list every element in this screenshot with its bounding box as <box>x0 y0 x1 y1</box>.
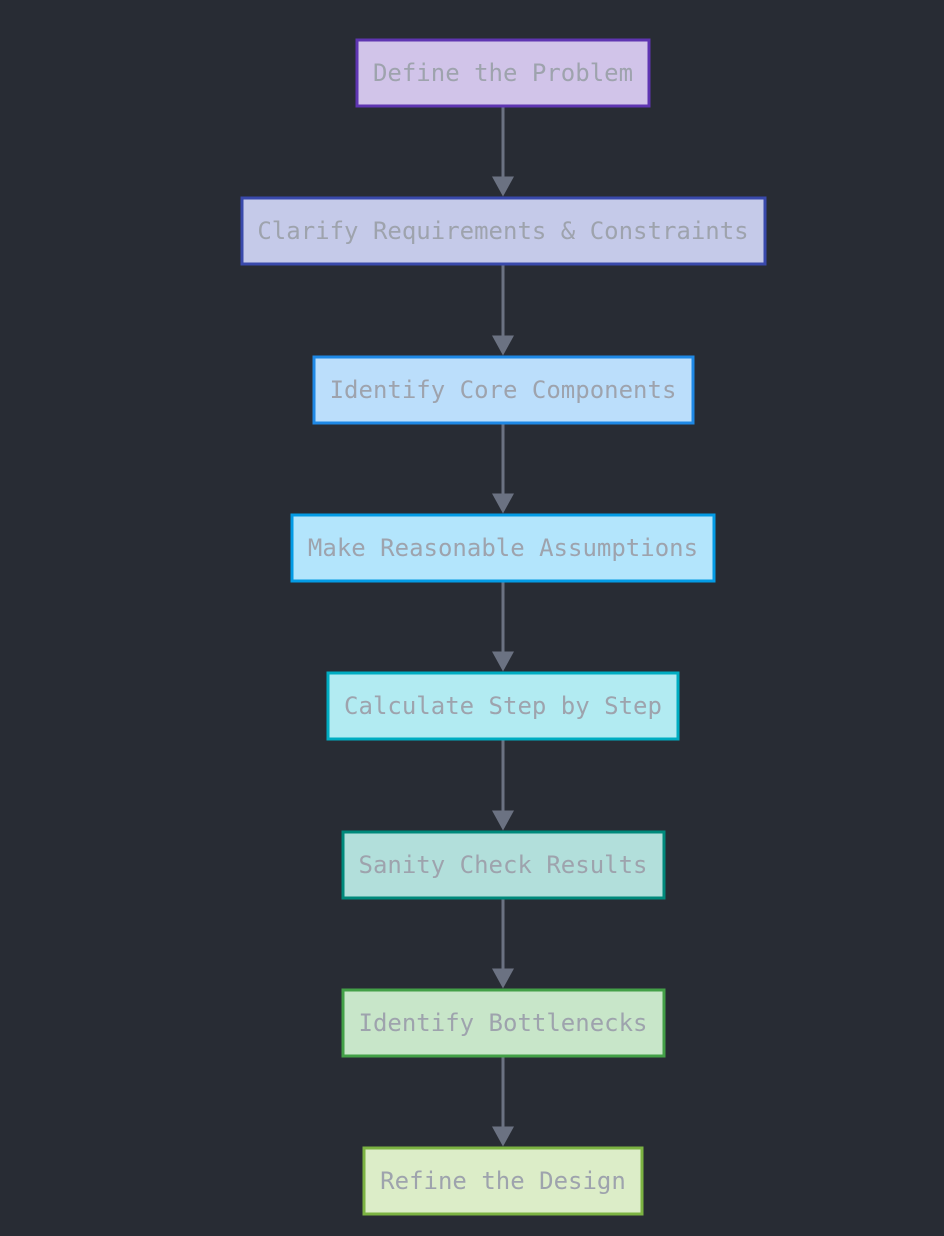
node-box <box>355 38 651 108</box>
node-label: Identify Core Components <box>330 376 677 404</box>
edge-identify-bottlenecks-to-refine-design <box>492 1057 514 1147</box>
node-define-problem: Define the Problem <box>355 38 651 108</box>
node-box <box>341 830 666 900</box>
flowchart-edges <box>492 107 514 1147</box>
arrowhead-icon <box>492 1126 514 1147</box>
node-box <box>326 671 680 741</box>
node-label: Clarify Requirements & Constraints <box>257 217 748 245</box>
edge-define-problem-to-clarify-requirements <box>492 107 514 197</box>
edge-clarify-requirements-to-identify-components <box>492 265 514 356</box>
node-label: Define the Problem <box>373 59 633 87</box>
node-box <box>240 196 767 266</box>
node-calculate-steps: Calculate Step by Step <box>326 671 680 741</box>
node-label: Sanity Check Results <box>359 851 648 879</box>
node-box <box>290 513 716 583</box>
node-box <box>312 355 695 425</box>
node-sanity-check: Sanity Check Results <box>341 830 666 900</box>
node-identify-bottlenecks: Identify Bottlenecks <box>341 988 666 1058</box>
node-label: Identify Bottlenecks <box>359 1009 648 1037</box>
node-label: Make Reasonable Assumptions <box>308 534 698 562</box>
arrowhead-icon <box>492 651 514 672</box>
node-box <box>341 988 666 1058</box>
arrowhead-icon <box>492 335 514 356</box>
node-label: Calculate Step by Step <box>344 692 662 720</box>
edge-identify-components-to-make-assumptions <box>492 424 514 514</box>
node-refine-design: Refine the Design <box>362 1146 644 1216</box>
edge-calculate-steps-to-sanity-check <box>492 740 514 831</box>
edge-make-assumptions-to-calculate-steps <box>492 582 514 672</box>
node-label: Refine the Design <box>380 1167 626 1195</box>
edge-sanity-check-to-identify-bottlenecks <box>492 899 514 989</box>
node-box <box>362 1146 644 1216</box>
node-clarify-requirements: Clarify Requirements & Constraints <box>240 196 767 266</box>
arrowhead-icon <box>492 176 514 197</box>
node-make-assumptions: Make Reasonable Assumptions <box>290 513 716 583</box>
arrowhead-icon <box>492 810 514 831</box>
arrowhead-icon <box>492 968 514 989</box>
arrowhead-icon <box>492 493 514 514</box>
node-identify-components: Identify Core Components <box>312 355 695 425</box>
